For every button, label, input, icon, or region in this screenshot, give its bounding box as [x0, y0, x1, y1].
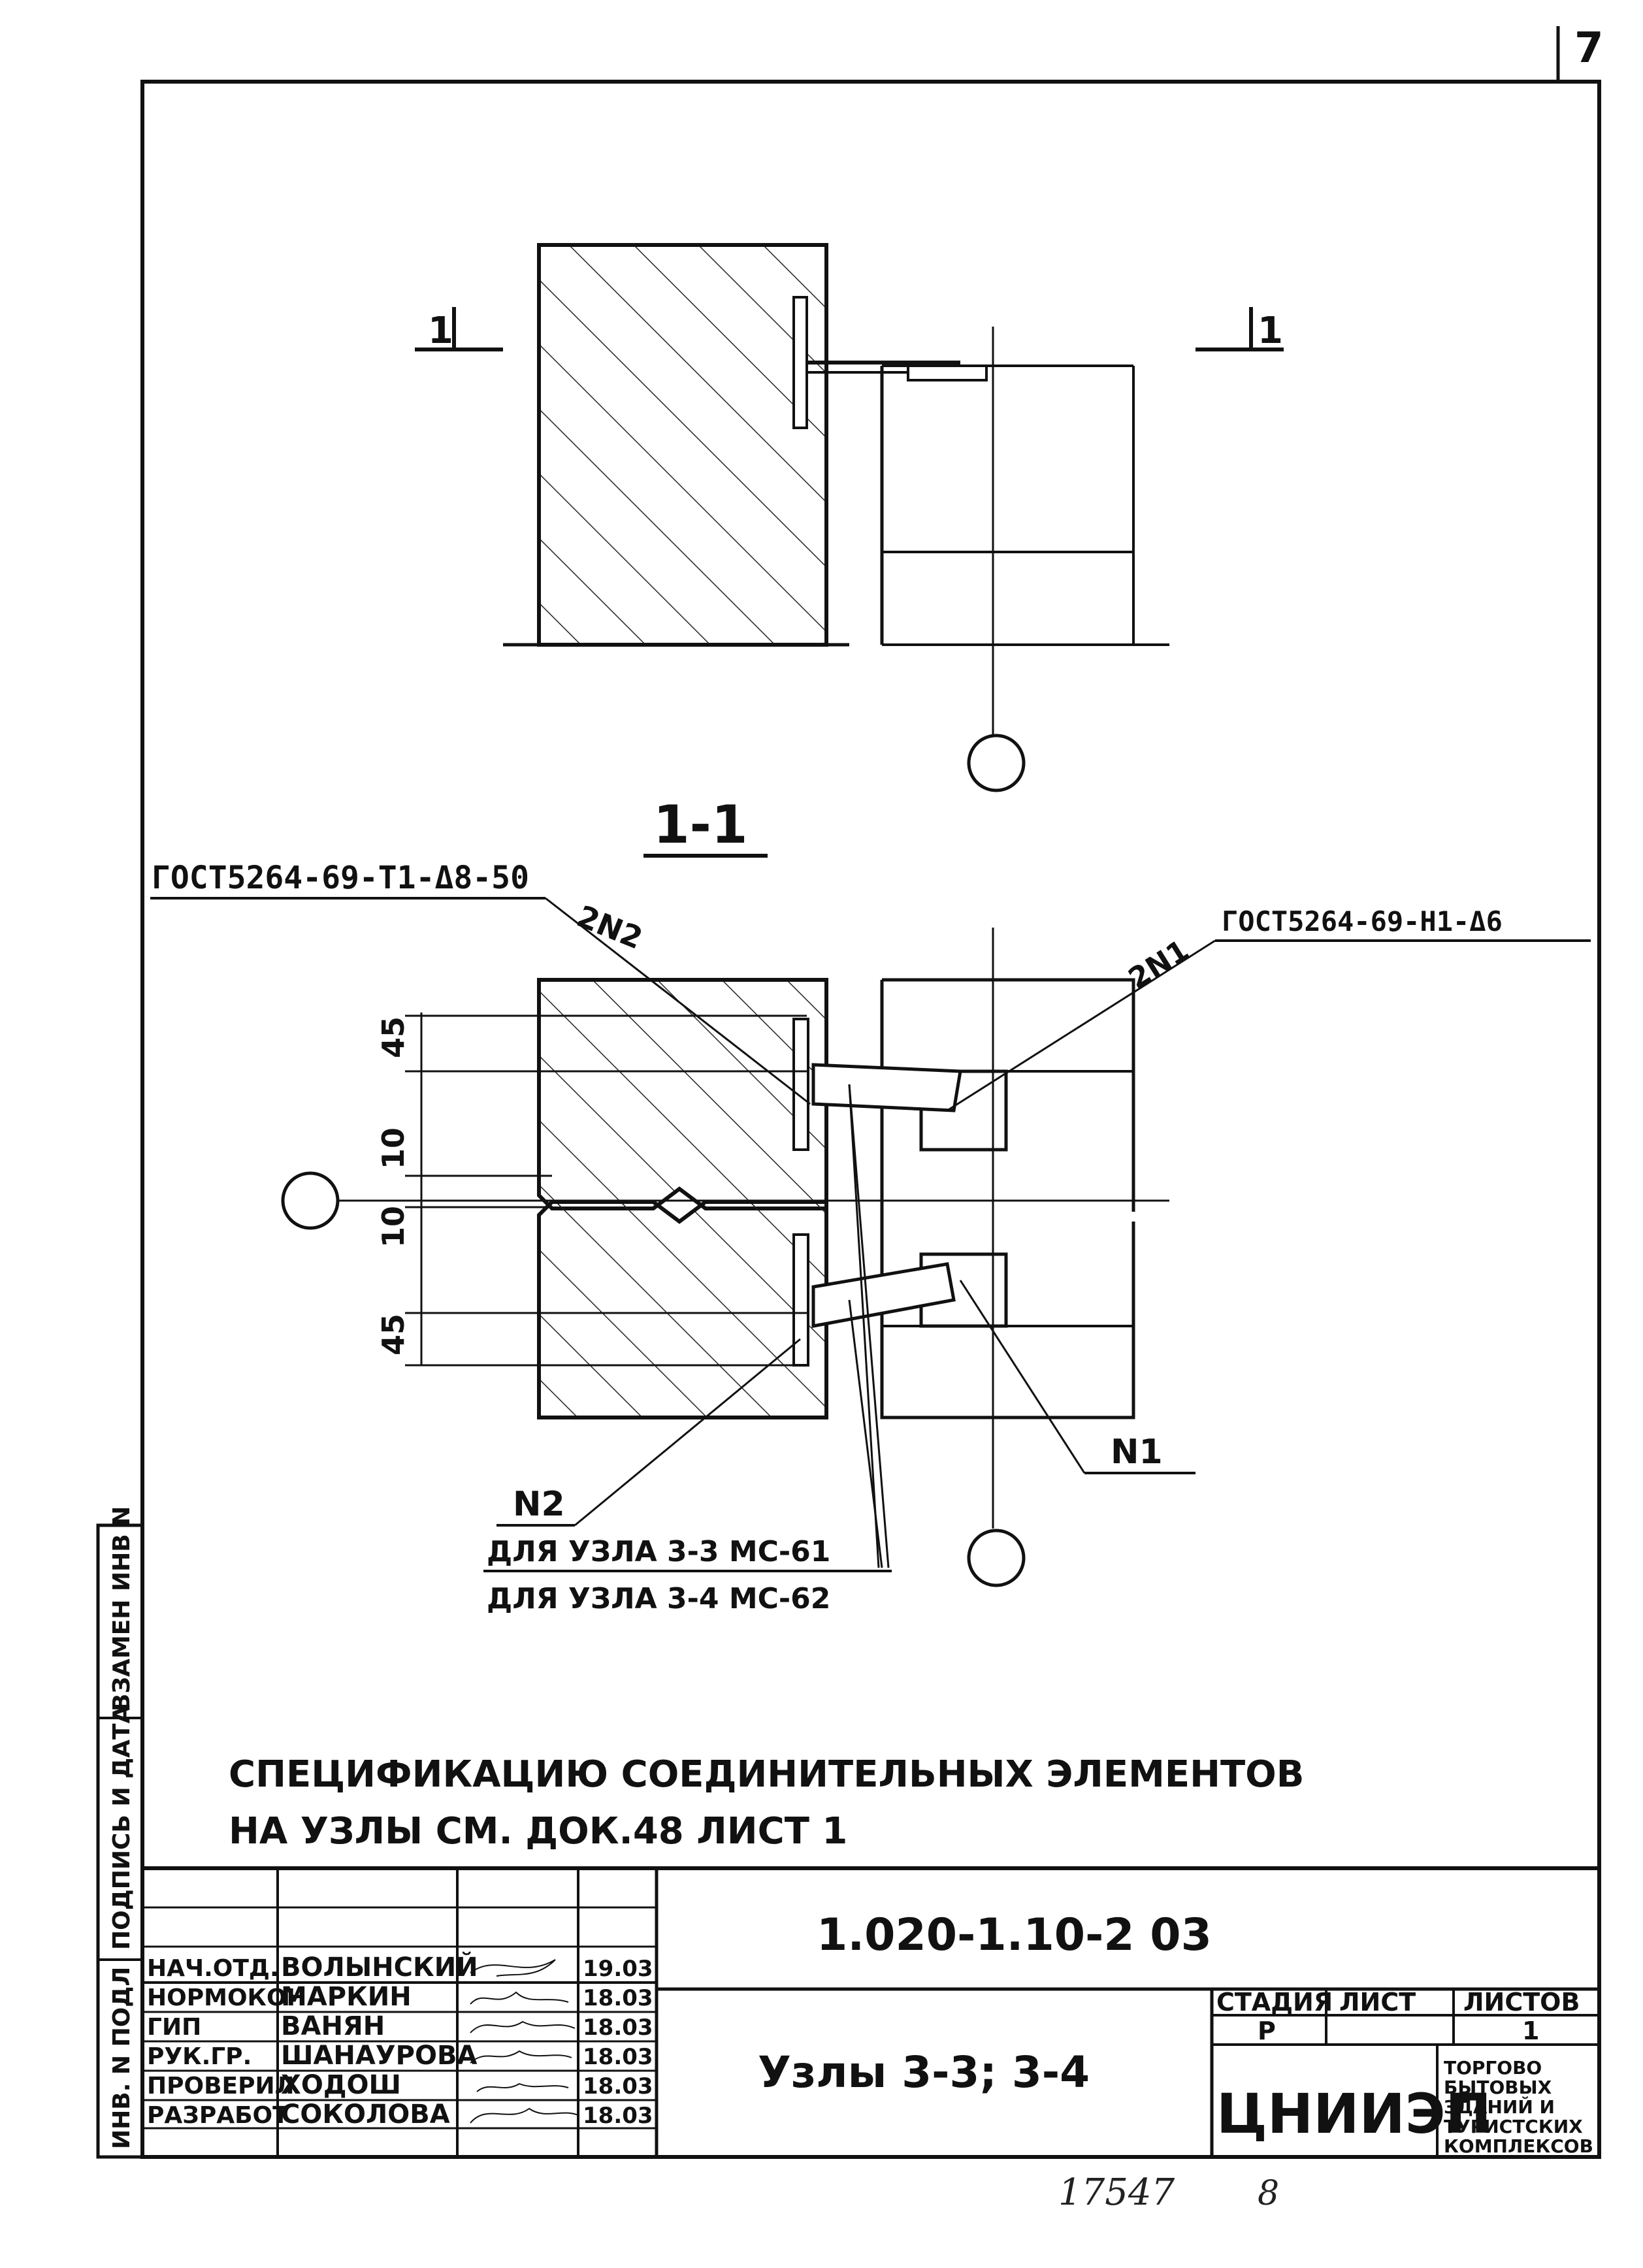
svg-text:СОКОЛОВА: СОКОЛОВА: [281, 2099, 450, 2130]
svg-text:18.03: 18.03: [583, 2015, 653, 2041]
table-row: РАЗРАБОТ СОКОЛОВА 18.03: [147, 2099, 653, 2130]
table-row: ПРОВЕРИЛ ХОДОШ 18.03: [147, 2070, 653, 2100]
callout-n1: N1: [959, 1280, 1196, 1474]
axis-marker-left: [281, 1171, 340, 1230]
stamp-signature-date: ПОДПИСЬ И ДАТА: [108, 1705, 135, 1950]
svg-text:ПРОВЕРИЛ: ПРОВЕРИЛ: [147, 2073, 295, 2099]
concrete-panel-elevation: [537, 243, 828, 647]
signature-mark: [470, 1959, 556, 1977]
sheet-header: ЛИСТ: [1339, 1988, 1416, 2017]
dim-45-top: 45: [376, 1016, 411, 1058]
svg-text:МАРКИН: МАРКИН: [281, 1982, 412, 2012]
stamp-replaces-inv: ВЗАМЕН ИНВ N: [108, 1506, 135, 1711]
document-code: 1.020-1.10-2 03: [817, 1909, 1212, 1961]
sheets-header: ЛИСТОВ: [1463, 1988, 1580, 2017]
svg-text:1: 1: [428, 310, 453, 352]
lower-embedded-plate: [792, 1233, 809, 1367]
stage-value: Р: [1258, 2017, 1276, 2045]
svg-text:ВОЛЫНСКИЙ: ВОЛЫНСКИЙ: [281, 1951, 478, 1983]
dim-10-top: 10: [376, 1127, 411, 1169]
organization-subtitle: ТОРГОВО БЫТОВЫХ ЗДАНИЙ И ТУРИСТСКИХ КОМП…: [1444, 2057, 1593, 2157]
svg-text:РУК.ГР.: РУК.ГР.: [147, 2043, 252, 2070]
callout-n2: N2: [496, 1338, 801, 1527]
section-view: 45 10 10 45 ГОСТ5264-69-Т1-Δ8-50 2N2 2N1…: [150, 860, 1591, 1615]
svg-text:18.03: 18.03: [583, 1985, 653, 2011]
signature-mark: [470, 2050, 572, 2064]
upper-embedded-plate: [792, 1018, 809, 1151]
elevation-view: 1 1: [415, 243, 1284, 792]
dim-45-bottom: 45: [376, 1314, 411, 1355]
lower-concrete-panel: [537, 1200, 828, 1419]
signature-table: НАЧ.ОТД. ВОЛЫНСКИЙ 19.03 НОРМОКОН МАРКИН…: [147, 1951, 653, 2130]
spec-note-line1: СПЕЦИФИКАЦИЮ СОЕДИНИТЕЛЬНЫХ ЭЛЕМЕНТОВ: [229, 1753, 1304, 1796]
table-row: ГИП ВАНЯН 18.03: [147, 2011, 653, 2041]
signature-mark: [470, 2020, 576, 2033]
svg-text:18.03: 18.03: [583, 2073, 653, 2099]
note-node-3-4: ДЛЯ УЗЛА 3-4 МС-62: [487, 1582, 830, 1615]
svg-text:РАЗРАБОТ: РАЗРАБОТ: [147, 2102, 289, 2129]
upper-concrete-panel: [537, 978, 828, 1210]
axis-marker-top: [967, 734, 1026, 792]
note-node-3-3: ДЛЯ УЗЛА 3-3 МС-61: [487, 1535, 830, 1568]
inventory-number: 17547: [1058, 2171, 1175, 2214]
title-block: НАЧ.ОТД. ВОЛЫНСКИЙ 19.03 НОРМОКОН МАРКИН…: [140, 1866, 1601, 2159]
callout-2n1: 2N1 ГОСТ5264-69-Н1-Δ6: [947, 905, 1591, 1112]
svg-text:ХОДОШ: ХОДОШ: [281, 2070, 401, 2100]
spec-note-line2: НА УЗЛЫ СМ. ДОК.48 ЛИСТ 1: [229, 1810, 847, 1853]
copy-mark: 8: [1258, 2174, 1279, 2213]
embedded-plate: [792, 296, 808, 429]
sheets-value: 1: [1522, 2017, 1539, 2045]
stamp-inv-podl: ИНВ. N ПОДЛ: [108, 1967, 135, 2149]
svg-text:ГИП: ГИП: [147, 2014, 201, 2041]
gost-weld-2n2: ГОСТ5264-69-Т1-Δ8-50: [152, 860, 529, 896]
sheet-number: 7: [1574, 24, 1604, 73]
signature-mark: [470, 2107, 579, 2124]
svg-text:НАЧ.ОТД.: НАЧ.ОТД.: [147, 1955, 279, 1982]
side-stamps: ИНВ. N ПОДЛ ПОДПИСЬ И ДАТА ВЗАМЕН ИНВ N: [96, 1506, 144, 2159]
svg-text:1: 1: [1258, 310, 1283, 352]
table-row: РУК.ГР. ШАНАУРОВА 18.03: [147, 2041, 653, 2071]
svg-text:ТОРГОВО: ТОРГОВО: [1444, 2057, 1542, 2079]
signature-mark: [476, 2082, 569, 2092]
section-mark-left: 1: [415, 307, 503, 352]
svg-text:ТУРИСТСКИХ: ТУРИСТСКИХ: [1444, 2116, 1583, 2137]
svg-text:НОРМОКОН: НОРМОКОН: [147, 1984, 306, 2011]
callout-mc: ДЛЯ УЗЛА 3-3 МС-61 ДЛЯ УЗЛА 3-4 МС-62: [483, 1084, 892, 1615]
svg-text:КОМПЛЕКСОВ: КОМПЛЕКСОВ: [1444, 2135, 1593, 2157]
svg-text:ЗДАНИЙ И: ЗДАНИЙ И: [1444, 2096, 1555, 2118]
gost-weld-2n1: ГОСТ5264-69-Н1-Δ6: [1222, 905, 1503, 937]
svg-text:19.03: 19.03: [583, 1956, 653, 1982]
section-title: 1-1: [653, 794, 748, 855]
section-mark-right: 1: [1196, 307, 1284, 352]
svg-text:18.03: 18.03: [583, 2044, 653, 2070]
svg-text:БЫТОВЫХ: БЫТОВЫХ: [1444, 2077, 1552, 2098]
footer: 17547 8: [1058, 2171, 1279, 2214]
lower-connector: [811, 1262, 956, 1329]
drawing-title: Узлы 3-3; 3-4: [758, 2047, 1090, 2098]
connector-bar: [907, 364, 988, 381]
table-row: НОРМОКОН МАРКИН 18.03: [147, 1982, 653, 2012]
organization-name: ЦНИИЭП: [1216, 2082, 1491, 2146]
svg-text:18.03: 18.03: [583, 2103, 653, 2129]
axis-marker-bottom: [967, 1529, 1026, 1587]
table-row: НАЧ.ОТД. ВОЛЫНСКИЙ 19.03: [147, 1951, 653, 1983]
stage-header: СТАДИЯ: [1216, 1988, 1333, 2017]
spec-note: СПЕЦИФИКАЦИЮ СОЕДИНИТЕЛЬНЫХ ЭЛЕМЕНТОВ НА…: [229, 1753, 1304, 1853]
label-n2: N2: [513, 1485, 565, 1524]
dimension-lines: 45 10 10 45: [376, 1012, 807, 1367]
dim-10-bottom: 10: [376, 1206, 411, 1248]
svg-text:ШАНАУРОВА: ШАНАУРОВА: [281, 2041, 477, 2071]
signature-mark: [470, 1991, 569, 2005]
label-n1: N1: [1111, 1433, 1163, 1472]
svg-text:ВАНЯН: ВАНЯН: [281, 2011, 385, 2041]
upper-connector: [811, 1063, 962, 1112]
